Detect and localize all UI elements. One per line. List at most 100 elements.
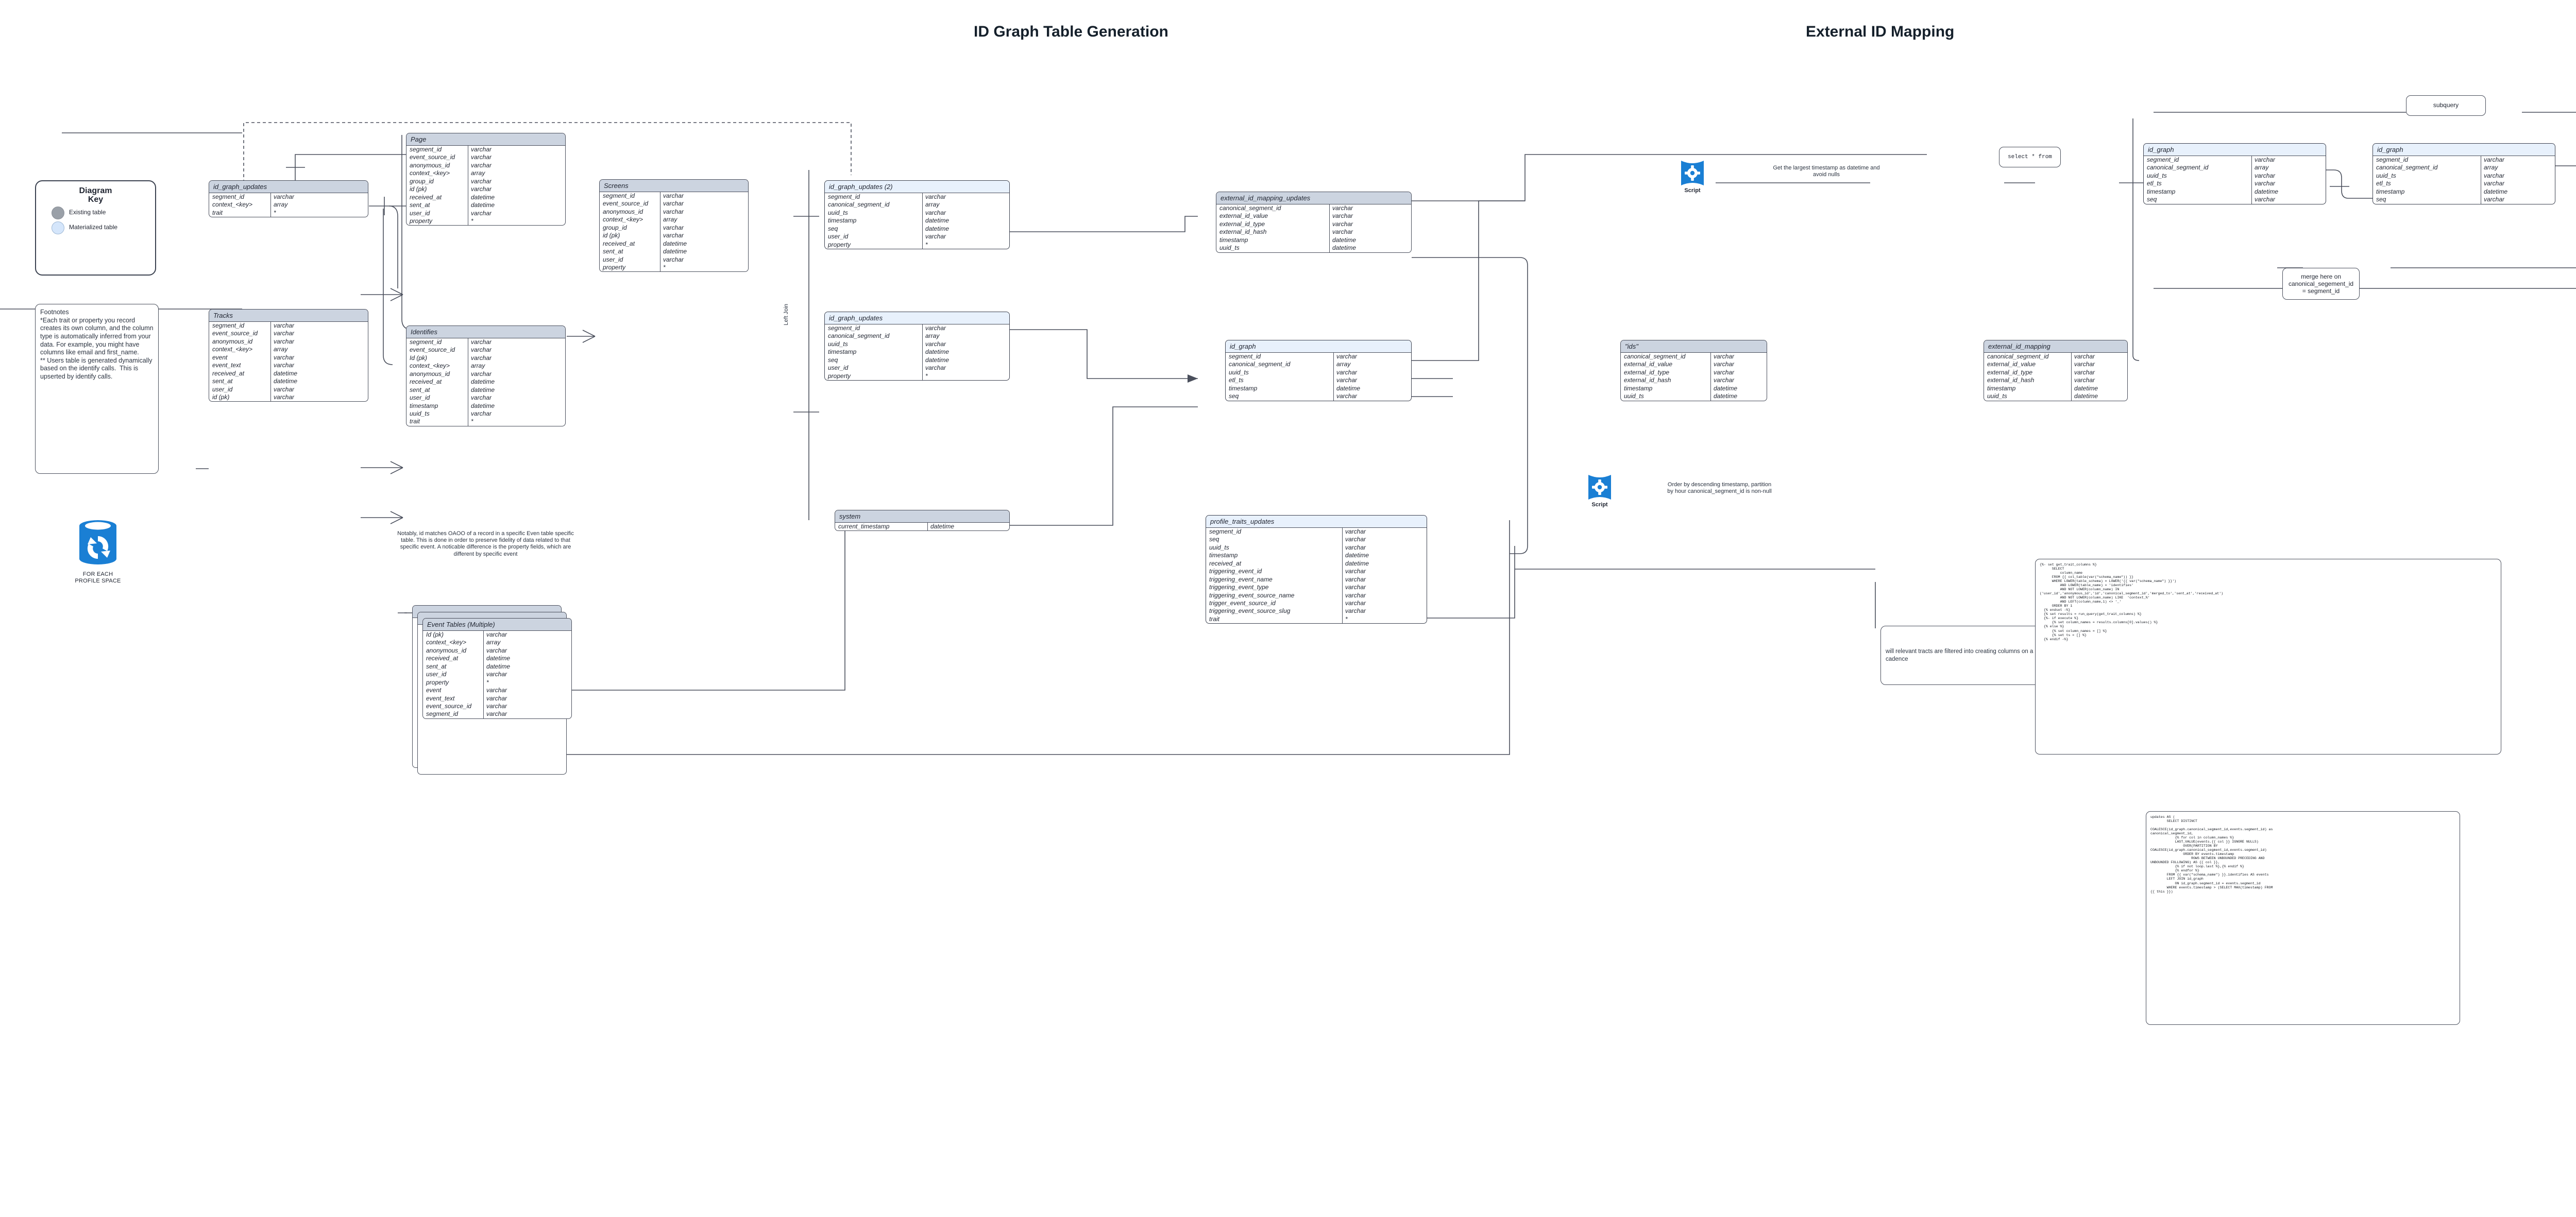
column-name-cell: group_id: [406, 177, 468, 186]
script-node-order[interactable]: Script: [1577, 474, 1623, 508]
column-name-cell: trait: [209, 209, 271, 217]
table-row: property*: [825, 372, 1009, 381]
er-table-title-id_graph_mid: id_graph: [1226, 340, 1411, 353]
column-type-cell: varchar: [925, 193, 946, 200]
column-name-cell: user_id: [406, 394, 468, 402]
column-type-cell: varchar: [486, 710, 507, 718]
column-name-cell: external_id_hash: [1216, 228, 1330, 236]
column-name-cell: external_id_type: [1216, 220, 1330, 229]
subquery-pill[interactable]: subquery: [2406, 95, 2486, 116]
column-name-cell: triggering_event_id: [1206, 568, 1343, 576]
key-legend-existing: Existing table: [52, 206, 149, 219]
column-name-cell: current_timestamp: [835, 523, 928, 531]
select-star-pill[interactable]: select * from: [1999, 147, 2061, 167]
table-row: id (pk)varchar: [406, 185, 565, 194]
column-name-cell: sent_at: [406, 386, 468, 395]
column-name-cell: timestamp: [825, 348, 923, 356]
column-name-cell: canonical_segment_id: [1621, 353, 1711, 361]
column-name-cell: external_id_value: [1984, 361, 2072, 369]
er-table-title-page: Page: [406, 133, 565, 146]
column-name-cell: segment_id: [825, 193, 923, 201]
column-name-cell: timestamp: [825, 217, 923, 225]
column-type-cell: varchar: [1332, 228, 1353, 236]
column-name-cell: seq: [2144, 196, 2252, 204]
column-type-cell: varchar: [471, 354, 492, 362]
column-name-cell: segment_id: [406, 338, 468, 347]
column-type-cell: varchar: [471, 185, 492, 193]
table-row: trait*: [209, 209, 368, 217]
column-type-cell: datetime: [925, 356, 950, 364]
column-type-cell: varchar: [274, 353, 295, 361]
column-name-cell: uuid_ts: [825, 209, 923, 217]
column-name-cell: anonymous_id: [406, 370, 468, 379]
column-name-cell: anonymous_id: [406, 161, 468, 170]
column-name-cell: etl_ts: [2373, 180, 2481, 188]
column-type-cell: *: [274, 209, 276, 216]
column-name-cell: anonymous_id: [600, 208, 660, 216]
column-name-cell: user_id: [600, 255, 660, 264]
column-type-cell: datetime: [2255, 187, 2279, 195]
column-name-cell: context_<key>: [600, 216, 660, 224]
column-type-cell: datetime: [471, 193, 495, 201]
er-table-title-tracks: Tracks: [209, 310, 368, 322]
column-type-cell: varchar: [663, 255, 684, 263]
column-name-cell: user_id: [406, 209, 468, 217]
column-type-cell: varchar: [486, 687, 507, 694]
column-name-cell: property: [600, 263, 660, 272]
profile-space-db-icon-group: FOR EACH PROFILE SPACE: [59, 518, 137, 585]
script-node-timestamp[interactable]: Script: [1669, 160, 1716, 194]
column-name-cell: property: [825, 372, 923, 381]
column-type-cell: datetime: [1336, 384, 1361, 392]
column-name-cell: seq: [2373, 196, 2481, 204]
column-name-cell: event_source_id: [600, 200, 660, 208]
column-type-cell: varchar: [2074, 361, 2095, 368]
column-type-cell: datetime: [663, 248, 687, 255]
column-type-cell: varchar: [1345, 591, 1366, 599]
column-type-cell: array: [471, 362, 485, 370]
script-gear-icon-2: [1586, 474, 1613, 501]
column-name-cell: property: [825, 241, 923, 249]
column-name-cell: received_at: [406, 378, 468, 386]
column-type-cell: varchar: [663, 200, 684, 208]
er-table-title-screens: Screens: [600, 180, 748, 192]
column-type-cell: datetime: [925, 217, 950, 225]
column-type-cell: varchar: [1345, 584, 1366, 591]
database-sync-icon: [79, 520, 116, 564]
column-type-cell: *: [663, 263, 666, 271]
